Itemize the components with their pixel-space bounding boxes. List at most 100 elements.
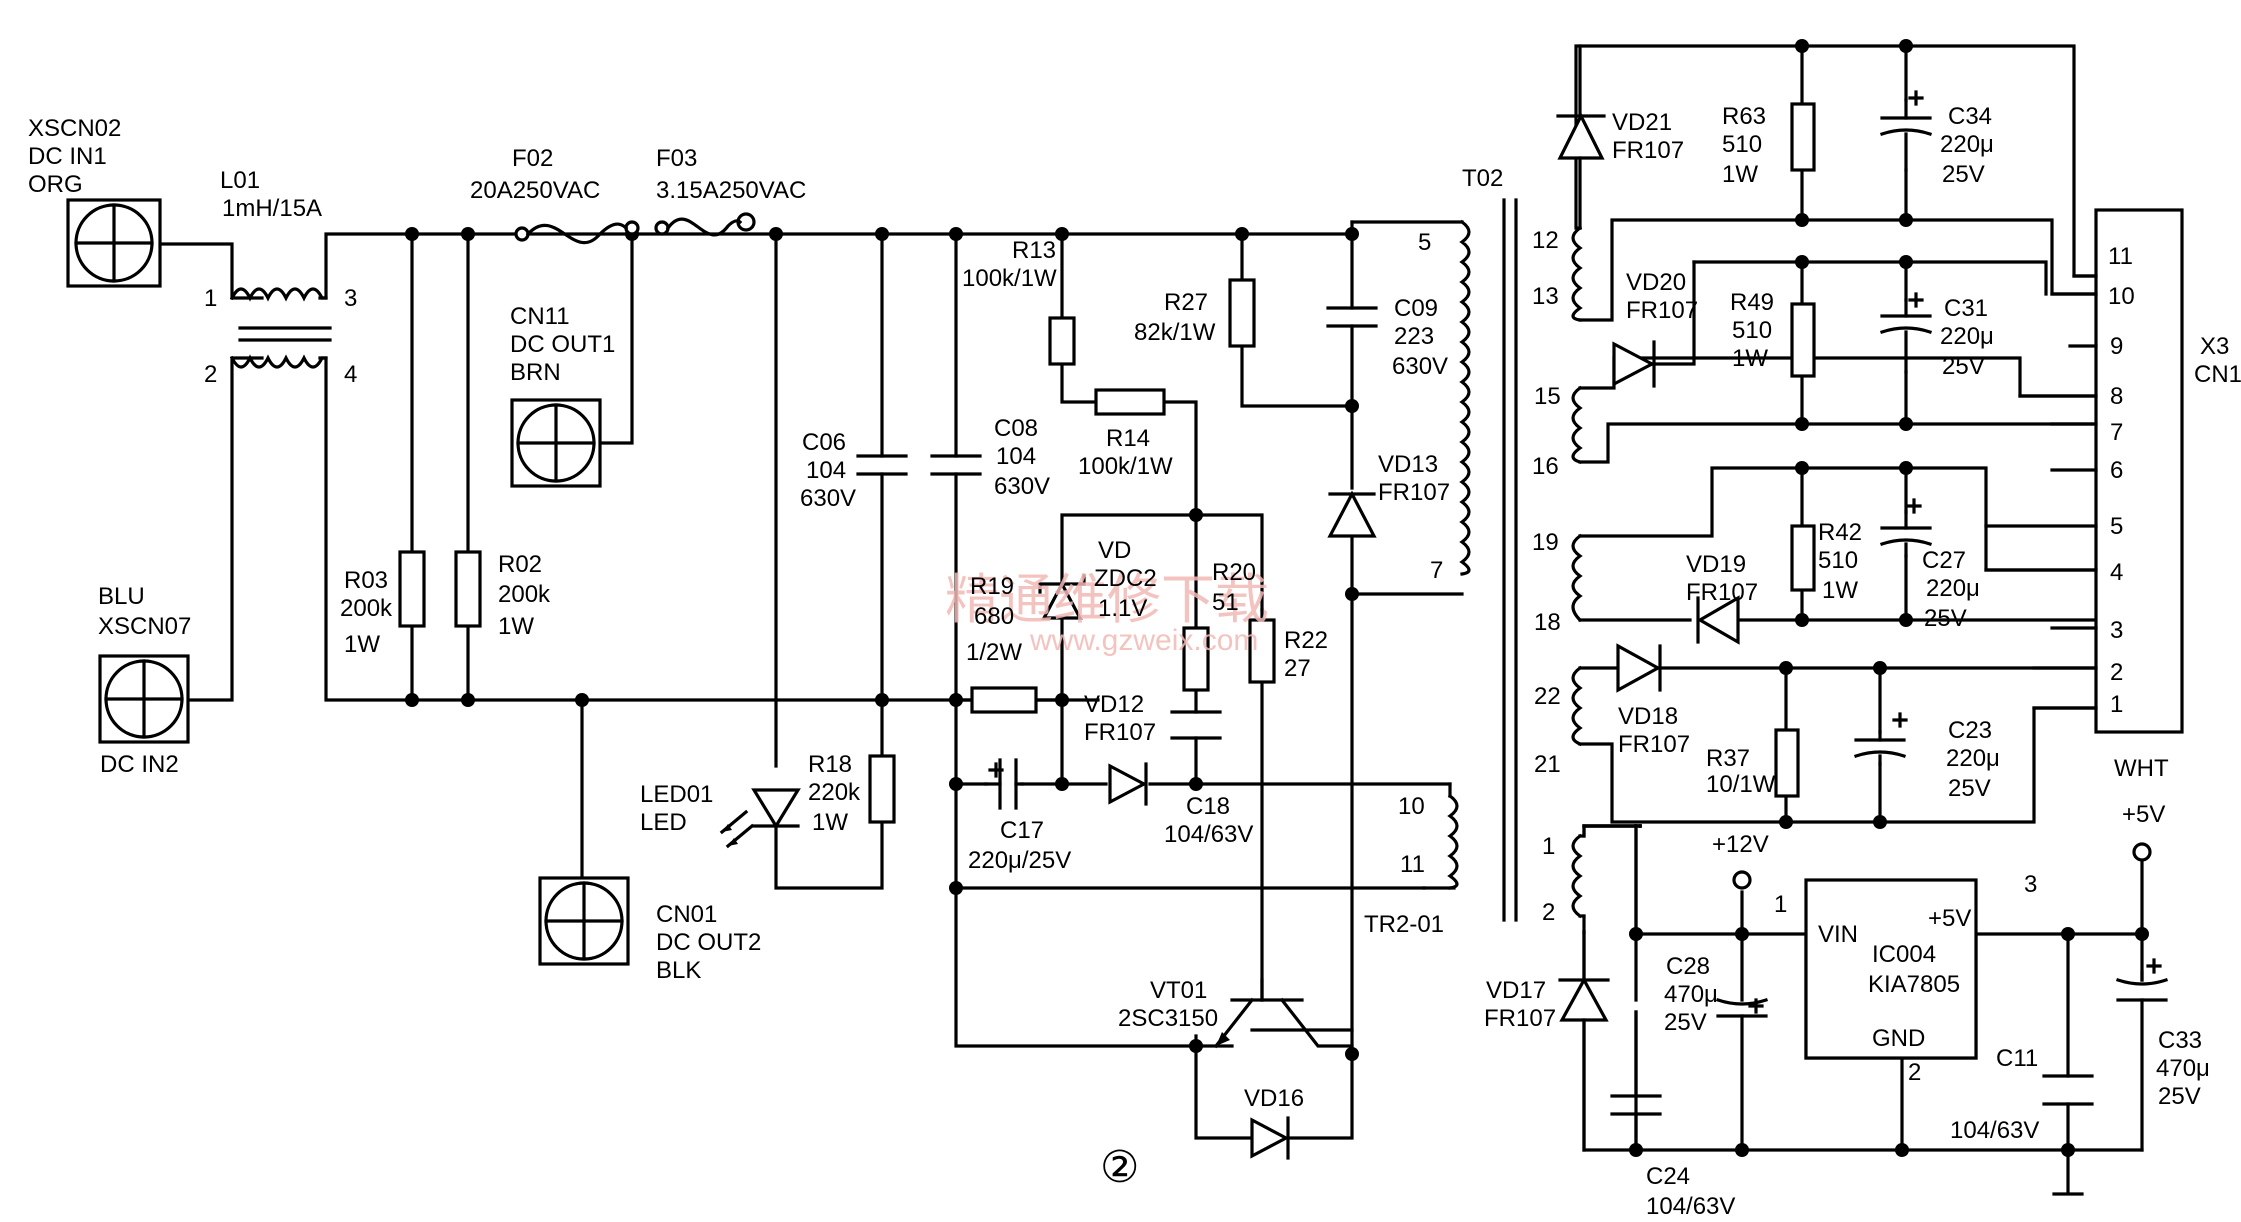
label-vd20-type: FR107 <box>1626 297 1698 324</box>
label-cn01-col: BLK <box>656 957 701 984</box>
label-vd17-type: FR107 <box>1484 1005 1556 1032</box>
label-c34-val: 220μ <box>1940 131 1994 158</box>
label-c09-v: 630V <box>1392 353 1448 380</box>
transformer-t02 <box>1447 198 1583 922</box>
label-t02-p18: 18 <box>1534 609 1561 636</box>
label-c06-v: 630V <box>800 485 856 512</box>
label-l01-p4: 4 <box>344 361 357 388</box>
label-c28-val: 470μ <box>1664 981 1718 1008</box>
connector-cn11 <box>510 398 602 488</box>
label-vd18-name: VD18 <box>1618 703 1678 730</box>
label-t02-p13: 13 <box>1532 283 1559 310</box>
label-r37-val: 10/1W <box>1706 771 1776 798</box>
label-c09-name: C09 <box>1394 295 1438 322</box>
label-c24-name: C24 <box>1646 1163 1690 1190</box>
label-r02-val: 200k <box>498 581 551 608</box>
label-c27-val: 220μ <box>1926 575 1980 602</box>
label-t02-p22: 22 <box>1534 683 1561 710</box>
label-x3-cn: CN15 <box>2194 361 2241 388</box>
regulator-ic004 <box>1804 878 1978 1060</box>
svg-text:精通维修下载: 精通维修下载 <box>945 568 1269 631</box>
label-r03-val: 200k <box>340 595 393 622</box>
label-t02-p19: 19 <box>1532 529 1559 556</box>
label-r02-name: R02 <box>498 551 542 578</box>
label-t02-p12: 12 <box>1532 227 1559 254</box>
label-r42-w: 1W <box>1822 577 1858 604</box>
label-t02-p15: 15 <box>1534 383 1561 410</box>
svg-text:www.gzweix.com: www.gzweix.com <box>1029 624 1258 657</box>
label-c18-val: 104/63V <box>1164 821 1253 848</box>
label-vd16-name: VD16 <box>1244 1085 1304 1112</box>
label-ic-vin: VIN <box>1818 921 1858 948</box>
label-c06-name: C06 <box>802 429 846 456</box>
label-vt01-type: 2SC3150 <box>1118 1005 1218 1032</box>
label-vd21-name: VD21 <box>1612 109 1672 136</box>
label-x3-p1: 1 <box>2110 691 2123 718</box>
label-r20-val: 51 <box>1212 589 1239 616</box>
label-vd13-name: VD13 <box>1378 451 1438 478</box>
label-r37-name: R37 <box>1706 745 1750 772</box>
label-l01-name: L01 <box>220 167 260 194</box>
label-plus12v: +12V <box>1712 831 1769 858</box>
label-f02-name: F02 <box>512 145 553 172</box>
label-r63-name: R63 <box>1722 103 1766 130</box>
label-r49-name: R49 <box>1730 289 1774 316</box>
label-xscn02-name: XSCN02 <box>28 115 121 142</box>
label-c18-name: C18 <box>1186 793 1230 820</box>
label-t02-p16: 16 <box>1532 453 1559 480</box>
label-r02-w: 1W <box>498 613 534 640</box>
label-vd12-type: FR107 <box>1084 719 1156 746</box>
label-c33-val: 470μ <box>2156 1055 2210 1082</box>
label-r03-w: 1W <box>344 631 380 658</box>
label-xscn07-name: XSCN07 <box>98 613 191 640</box>
label-x3-name: X3 <box>2200 333 2229 360</box>
label-r18-name: R18 <box>808 751 852 778</box>
label-x3-p3: 3 <box>2110 617 2123 644</box>
label-vd17-name: VD17 <box>1486 977 1546 1004</box>
label-vd-name: VD <box>1098 537 1131 564</box>
label-ic-name: IC004 <box>1872 941 1936 968</box>
label-t2-p1: 1 <box>1542 833 1555 860</box>
label-t02-p7: 7 <box>1430 557 1443 584</box>
label-tr-p11: 11 <box>1400 851 1425 878</box>
label-ic-p1: 1 <box>1774 891 1787 918</box>
label-ic-plus5: +5V <box>1928 905 1971 932</box>
label-ic-p3: 3 <box>2024 871 2037 898</box>
label-r19-name: R19 <box>970 573 1014 600</box>
label-t02-p5: 5 <box>1418 229 1431 256</box>
connector-xscn02 <box>66 198 162 288</box>
label-x3-p9: 9 <box>2110 333 2123 360</box>
label-c08-v: 630V <box>994 473 1050 500</box>
label-x3-p4: 4 <box>2110 559 2123 586</box>
label-plus5v: +5V <box>2122 801 2165 828</box>
label-r22-name: R22 <box>1284 627 1328 654</box>
label-f03-val: 3.15A250VAC <box>656 177 806 204</box>
inductor-l01 <box>229 287 332 369</box>
label-f03-name: F03 <box>656 145 697 172</box>
label-tr-p10: 10 <box>1398 793 1425 820</box>
label-c17-name: C17 <box>1000 817 1044 844</box>
label-r49-w: 1W <box>1732 345 1768 372</box>
label-vd19-name: VD19 <box>1686 551 1746 578</box>
label-ic-gnd: GND <box>1872 1025 1925 1052</box>
label-ic-type: KIA7805 <box>1868 971 1960 998</box>
label-f02-val: 20A250VAC <box>470 177 600 204</box>
label-c23-v: 25V <box>1948 775 1991 802</box>
label-xscn02-sig: DC IN1 <box>28 143 107 170</box>
label-c31-val: 220μ <box>1940 323 1994 350</box>
label-c08-name: C08 <box>994 415 1038 442</box>
label-c17-val: 220μ/25V <box>968 847 1071 874</box>
resistors <box>398 102 1816 824</box>
label-c23-val: 220μ <box>1946 745 2000 772</box>
watermark: 精通维修下载 www.gzweix.com <box>945 568 1269 657</box>
label-x3-p10: 10 <box>2108 283 2135 310</box>
label-blu: BLU <box>98 583 145 610</box>
connector-xscn07 <box>98 654 190 744</box>
label-c31-name: C31 <box>1944 295 1988 322</box>
label-vd12-name: VD12 <box>1084 691 1144 718</box>
label-c09-val: 223 <box>1394 323 1434 350</box>
label-vd21-type: FR107 <box>1612 137 1684 164</box>
label-r42-val: 510 <box>1818 547 1858 574</box>
label-r14-name: R14 <box>1106 425 1150 452</box>
label-x3-col: WHT <box>2114 755 2169 782</box>
